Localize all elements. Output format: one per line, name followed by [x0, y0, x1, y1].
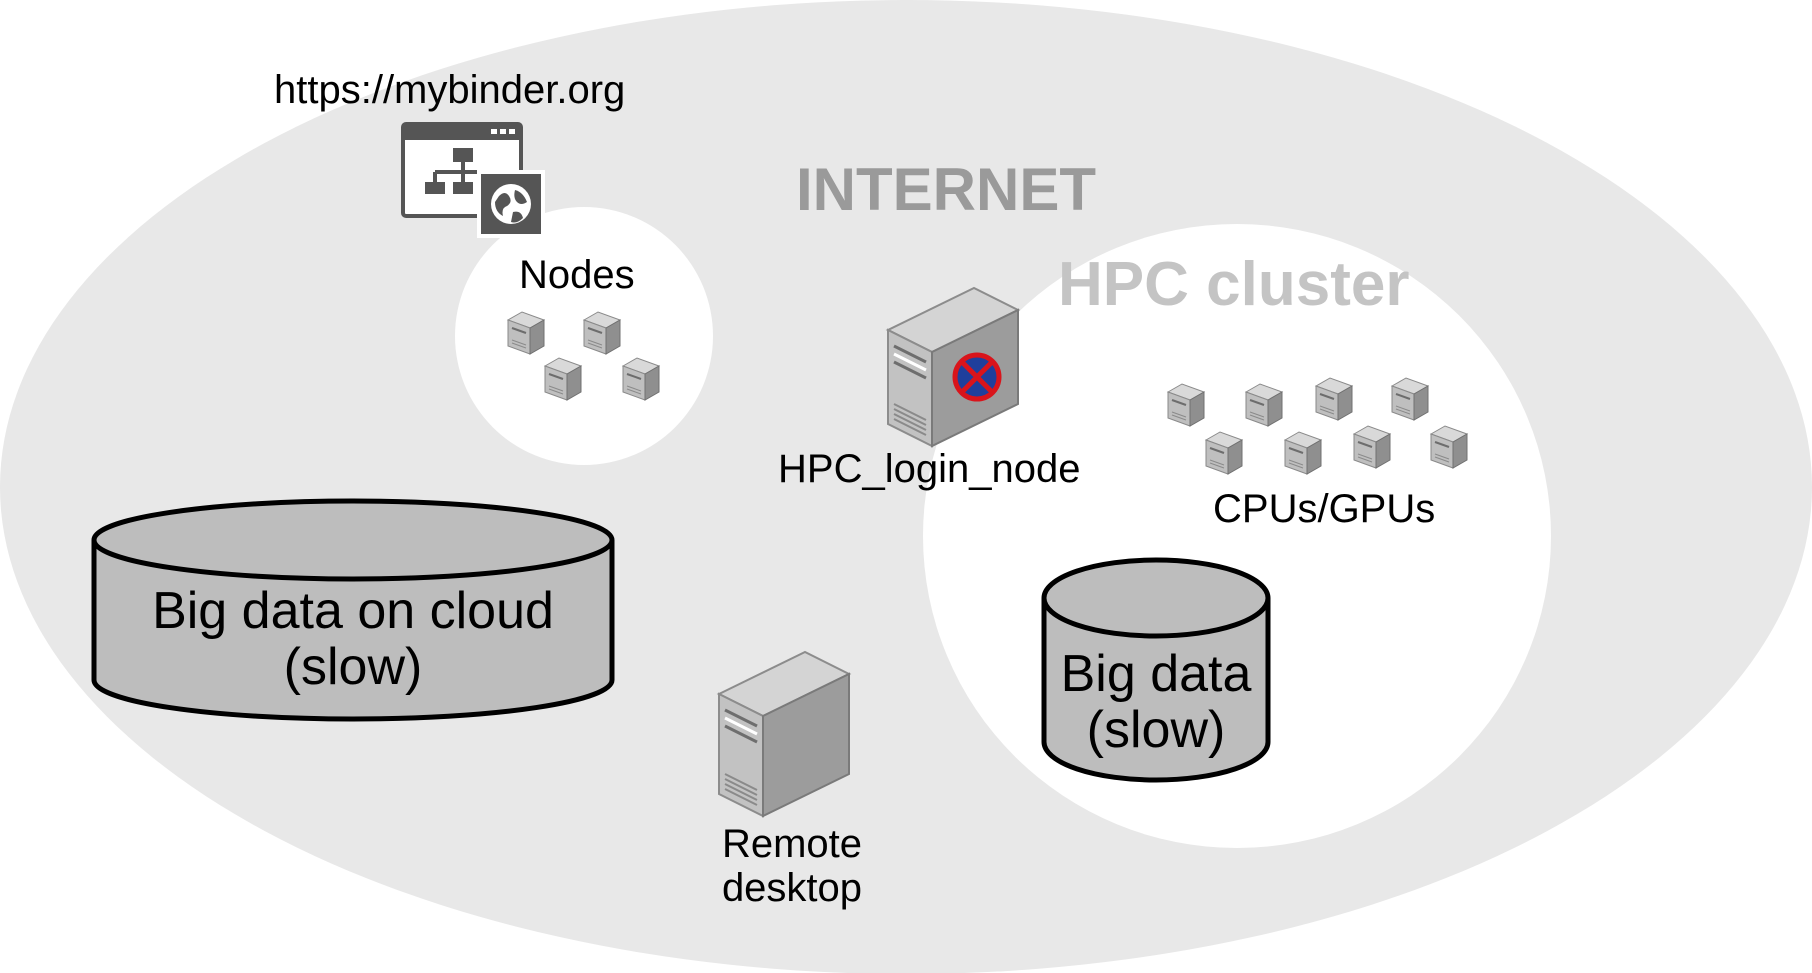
cpu-server-icon	[1391, 377, 1429, 421]
login-node-label: HPC_login_node	[778, 447, 1081, 491]
cpu-server-icon	[1353, 425, 1391, 469]
node-server-icon	[583, 311, 621, 355]
cpu-server-icon	[1245, 383, 1283, 427]
remote-desktop-label: Remote desktop	[692, 822, 892, 910]
server-blocked-icon	[885, 286, 1021, 448]
cloud-db-label: Big data on cloud (slow)	[94, 583, 612, 695]
hpc-cluster-title: HPC cluster	[1058, 250, 1410, 319]
node-server-icon	[544, 357, 582, 401]
hpc-db-label-line1: Big data	[1060, 645, 1252, 703]
remote-desktop-label-line2: desktop	[721, 866, 863, 910]
internet-title: INTERNET	[796, 156, 1096, 223]
nodes-label: Nodes	[519, 253, 635, 297]
remote-desktop-label-line1: Remote	[721, 822, 863, 866]
cpu-server-icon	[1205, 431, 1243, 475]
cpu-server-icon	[1315, 377, 1353, 421]
hpc-db-label: Big data (slow)	[1034, 646, 1278, 758]
cpu-server-icon	[1430, 425, 1468, 469]
hpc-db-label-line2: (slow)	[1086, 701, 1226, 759]
binder-url: https://mybinder.org	[274, 68, 626, 112]
web-app-icon	[401, 122, 545, 238]
cloud-database-cylinder	[91, 498, 615, 722]
node-server-icon	[622, 357, 660, 401]
hpc-database-cylinder	[1041, 557, 1271, 783]
cpu-server-icon	[1167, 383, 1205, 427]
cpus-gpus-label: CPUs/GPUs	[1213, 487, 1436, 531]
node-server-icon	[507, 311, 545, 355]
cloud-db-label-line2: (slow)	[283, 638, 423, 696]
server-icon	[716, 650, 852, 818]
cpu-server-icon	[1284, 431, 1322, 475]
cloud-db-label-line1: Big data on cloud	[152, 582, 554, 640]
